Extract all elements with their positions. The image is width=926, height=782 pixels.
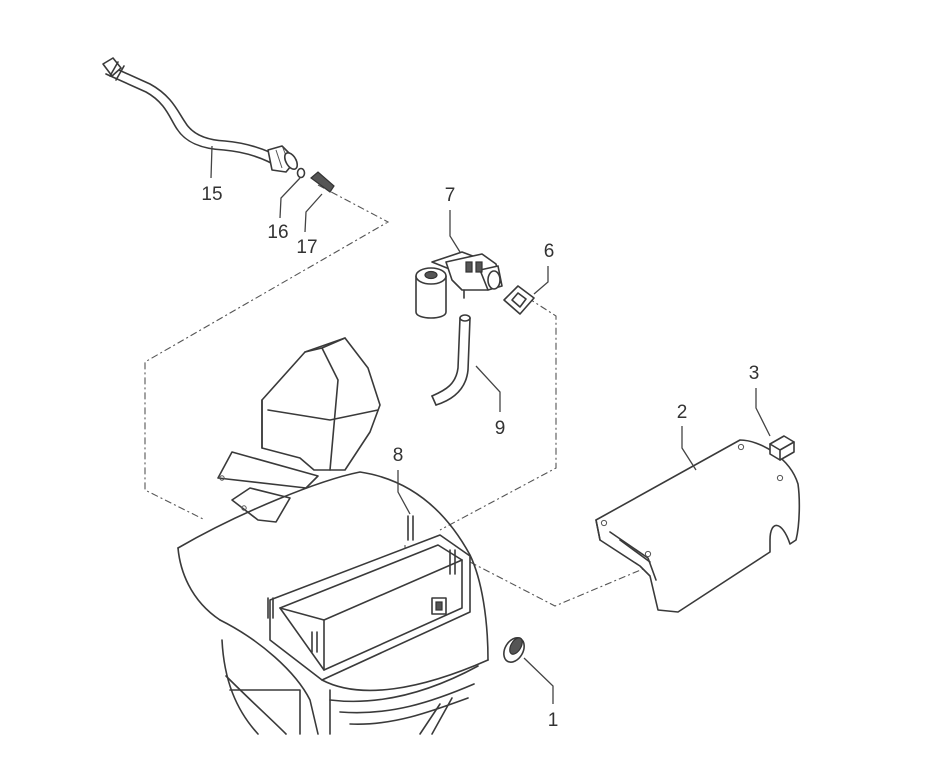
leader-lines xyxy=(210,145,771,704)
part-2-cover xyxy=(595,439,801,613)
part-16-o-ring xyxy=(296,167,306,179)
assembly-guide-lines xyxy=(144,184,651,607)
main-housing xyxy=(177,337,489,735)
callout-3: 3 xyxy=(749,363,760,384)
part-6-gasket xyxy=(503,285,535,315)
callout-6: 6 xyxy=(544,241,555,262)
part-8-studs xyxy=(267,515,456,653)
callout-8: 8 xyxy=(393,445,404,466)
part-7-solenoid-valve xyxy=(415,251,503,319)
part-1-grommet xyxy=(503,637,525,663)
part-3-knob xyxy=(769,435,795,461)
callout-1: 1 xyxy=(548,710,559,731)
callout-2: 2 xyxy=(677,402,688,423)
callout-labels: 15 16 17 7 6 9 8 1 2 3 xyxy=(201,184,759,731)
part-9-bent-tube xyxy=(431,314,471,406)
callout-7: 7 xyxy=(445,185,456,206)
callout-16: 16 xyxy=(267,222,288,243)
callout-9: 9 xyxy=(495,418,506,439)
callout-15: 15 xyxy=(201,184,222,205)
callout-17: 17 xyxy=(296,237,317,258)
part-17-nozzle xyxy=(310,171,335,193)
part-15-hose xyxy=(102,57,299,173)
